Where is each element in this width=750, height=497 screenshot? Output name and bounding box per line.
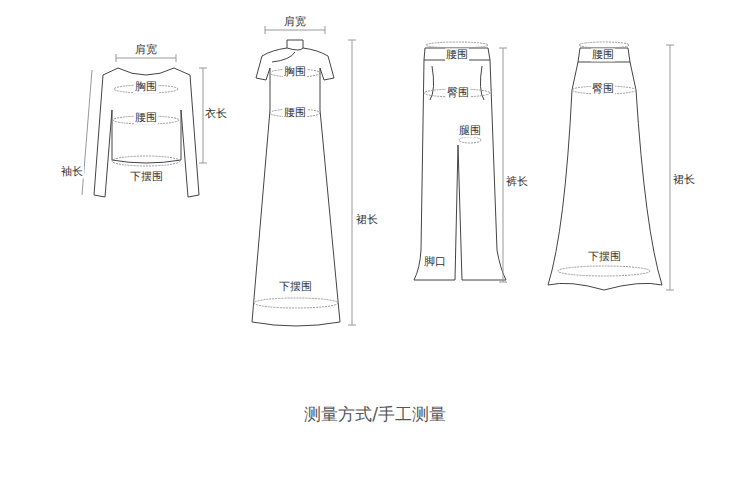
measure-label: 裤长: [505, 175, 529, 188]
caption: 测量方式/手工测量: [304, 403, 446, 426]
measure-label: 腰围: [445, 48, 469, 61]
measure-label: 腰围: [283, 106, 307, 119]
measure-label: 下摆围: [129, 170, 164, 183]
measure-label: 下摆围: [587, 250, 622, 263]
measure-label: 下摆围: [278, 280, 313, 293]
measure-label: 衣长: [204, 107, 228, 120]
measure-label: 肩宽: [134, 43, 158, 56]
measure-label: 裙长: [355, 213, 379, 226]
measure-label: 裙长: [672, 173, 696, 186]
measure-label: 腰围: [134, 111, 158, 124]
measure-label: 臀围: [591, 82, 615, 95]
measure-label: 袖长: [60, 165, 84, 178]
measure-label: 肩宽: [283, 15, 307, 28]
measure-label: 腿围: [458, 124, 482, 137]
measure-label: 胸围: [134, 80, 158, 93]
measure-label: 腰围: [591, 48, 615, 61]
measure-label: 臀围: [446, 86, 470, 99]
measure-label: 脚口: [423, 255, 447, 268]
measure-label: 胸围: [283, 65, 307, 78]
